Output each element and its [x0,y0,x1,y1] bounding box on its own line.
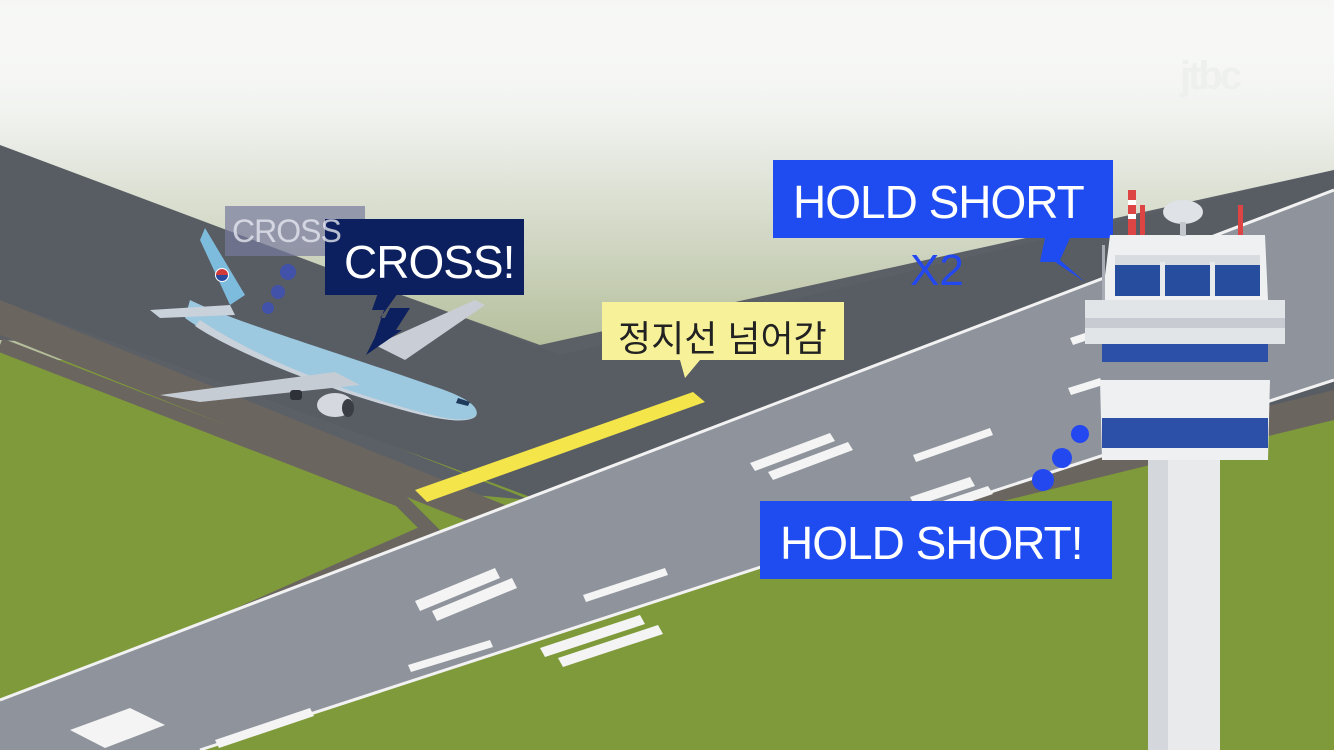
grass-left [0,345,430,720]
cross-faded-label: CROSS [232,213,342,249]
runway-markings [70,328,1103,748]
cross-bubble-bg [325,219,524,295]
hold-short-bottom-bubble-bg [760,501,1112,579]
hold-short-bottom-label: HOLD SHORT! [780,517,1084,569]
speech-dots-icon [262,264,296,314]
airplane-icon [150,228,485,421]
speech-dots-icon [1032,425,1089,491]
stop-line [415,392,705,502]
stop-line-bubble-bg [602,302,844,360]
cross-label: CROSS! [344,236,515,288]
stop-line-label: 정지선 넘어감 [618,318,827,359]
broadcaster-logo: jtbc [1180,54,1242,98]
lightning-icon [1040,238,1085,282]
runway [0,190,1334,750]
grass-bottom [540,640,1000,750]
repeat-count: X2 [910,246,964,295]
hold-short-top-label: HOLD SHORT [793,176,1085,228]
hold-short-top-bubble-bg [773,160,1113,238]
control-tower-icon [1085,190,1285,750]
